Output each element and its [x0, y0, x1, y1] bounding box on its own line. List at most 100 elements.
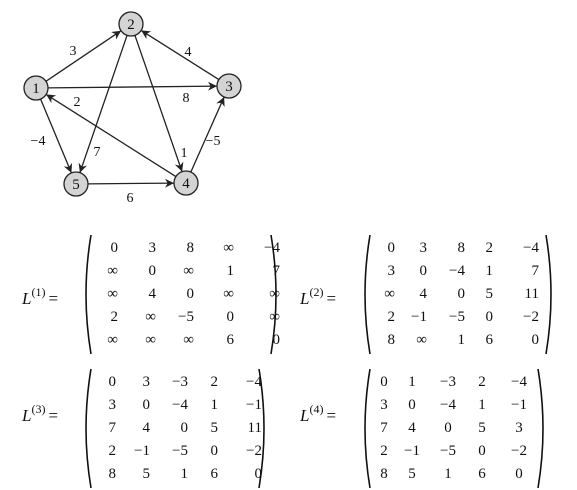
- matrix-cell: −4: [246, 374, 262, 390]
- matrix-label-4: L(4)=: [300, 402, 336, 426]
- matrix-cell: −4: [449, 263, 465, 279]
- matrix-cell: 0: [531, 332, 540, 348]
- right-parenthesis: [543, 233, 557, 356]
- matrix-cell: −4: [523, 240, 539, 256]
- matrix-cell: 5: [142, 466, 151, 482]
- left-paren-shape: [364, 368, 371, 489]
- matrix-cell: ∞: [223, 286, 234, 302]
- matrix-cell: ∞: [384, 286, 395, 302]
- node-label: 1: [32, 81, 40, 97]
- node-label: 2: [127, 17, 135, 33]
- matrix-cell: 3: [142, 374, 151, 390]
- matrix-cell: −4: [264, 240, 280, 256]
- edge-weight-5-4: 6: [127, 191, 134, 206]
- node-5: 5: [63, 171, 89, 197]
- matrix-cell: −4: [440, 397, 456, 413]
- matrix-cell: −1: [134, 443, 150, 459]
- matrix-cell: 1: [210, 397, 219, 413]
- matrix-cell: 0: [254, 466, 263, 482]
- matrix-cell: 1: [180, 466, 189, 482]
- matrix-cell: 6: [485, 332, 494, 348]
- node-circle: [173, 170, 199, 196]
- matrix-cell: ∞: [183, 332, 194, 348]
- matrix-cell: 0: [419, 263, 428, 279]
- matrix-name: L: [22, 406, 32, 425]
- matrix-cell: 2: [210, 374, 219, 390]
- matrix-cell: 2: [380, 443, 388, 459]
- matrix-cell: 0: [485, 309, 494, 325]
- matrix-cell: 3: [108, 397, 117, 413]
- matrix-cell: ∞: [269, 286, 280, 302]
- left-paren-shape: [85, 234, 92, 355]
- right-parenthesis: [535, 367, 549, 490]
- matrix-cell: −2: [523, 309, 539, 325]
- matrix-cell: ∞: [416, 332, 427, 348]
- matrix-cell: 4: [142, 420, 151, 436]
- matrix-name: L: [300, 406, 310, 425]
- matrix-cell: 0: [478, 443, 486, 459]
- edge-2-to-5: [78, 35, 128, 173]
- matrix-cell: 11: [247, 420, 262, 436]
- matrix-superscript: (1): [31, 285, 46, 299]
- matrix-cell: −5: [449, 309, 465, 325]
- left-parenthesis: [359, 367, 373, 490]
- left-parenthesis: [359, 233, 373, 356]
- matrix-cell: ∞: [145, 332, 156, 348]
- matrix-cell: 0: [110, 240, 119, 256]
- equals-sign: =: [326, 289, 337, 308]
- matrix-cell: 0: [457, 286, 466, 302]
- matrix-cell: ∞: [107, 263, 118, 279]
- edge-4-to-1: [45, 93, 177, 178]
- matrix-cell: 3: [419, 240, 428, 256]
- matrix-cell: ∞: [107, 332, 118, 348]
- right-parenthesis: [256, 367, 270, 490]
- matrix-cell: −4: [511, 374, 527, 390]
- matrix-label-1: L(1)=: [22, 285, 58, 309]
- matrix-cell: 0: [148, 263, 157, 279]
- matrix-name: L: [300, 289, 310, 308]
- matrix-cell: 0: [210, 443, 219, 459]
- right-paren-shape: [537, 368, 544, 489]
- matrix-cell: 4: [408, 420, 416, 436]
- matrix-cell: 7: [108, 420, 117, 436]
- edge-weight-1-3: 8: [183, 91, 190, 106]
- matrix-label-3: L(3)=: [22, 402, 58, 426]
- matrix-cell: 0: [226, 309, 235, 325]
- left-paren-shape: [85, 368, 92, 489]
- matrix-cell: 5: [485, 286, 494, 302]
- matrix-superscript: (2): [309, 285, 324, 299]
- matrix-cell: −5: [172, 443, 188, 459]
- edge-5-to-4: [87, 178, 175, 188]
- edge-4-to-3: [190, 96, 225, 173]
- nodes: 1 2 3 4 5: [23, 11, 242, 197]
- matrix-cell: 0: [515, 466, 523, 482]
- edge-weight-3-2: 4: [185, 45, 192, 60]
- right-paren-shape: [258, 368, 265, 489]
- matrix-cell: 8: [108, 466, 117, 482]
- node-label: 3: [225, 79, 233, 95]
- left-parenthesis: [80, 367, 94, 490]
- matrix-cell: 1: [226, 263, 235, 279]
- matrix-cell: 5: [408, 466, 416, 482]
- matrix-cell: 0: [387, 240, 396, 256]
- matrix-name: L: [22, 289, 32, 308]
- matrix-cell: ∞: [107, 286, 118, 302]
- matrix-cell: −2: [246, 443, 262, 459]
- matrix-cell: 1: [408, 374, 416, 390]
